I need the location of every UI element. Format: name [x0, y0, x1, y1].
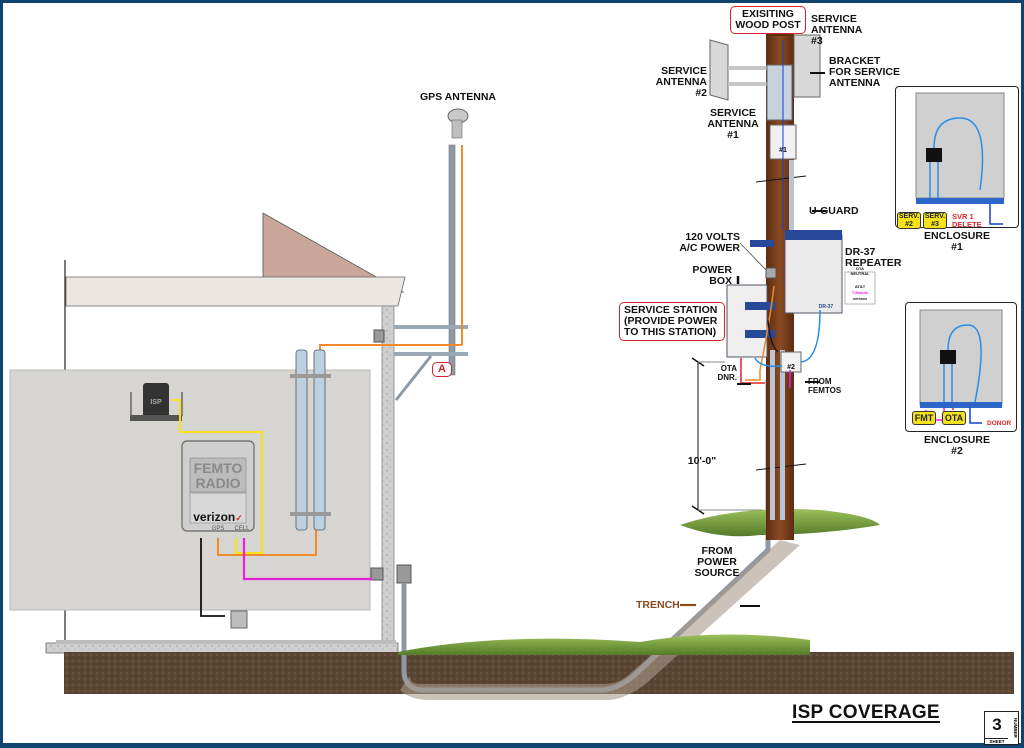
- building-wall: [381, 305, 395, 657]
- enclosure-1-note: SVR 1 DELETE: [952, 212, 982, 229]
- sheet-number-box: 3 SHEET: [984, 711, 1010, 745]
- dr37-repeater-label: DR-37 REPEATER: [845, 246, 902, 269]
- from-femtos-label: FROM FEMTOS: [808, 377, 842, 395]
- bracket-label: BRACKET FOR SERVICE ANTENNA: [829, 55, 900, 89]
- carrier-tmobile: T-Mobile: [851, 290, 869, 295]
- u-guard: [789, 160, 794, 230]
- enclosure-1-detail-art: [915, 92, 1005, 225]
- isp-router-icon: [130, 383, 183, 421]
- enclosure-2-port-fmt: FMT: [912, 411, 936, 425]
- dr37-unit-label: DR-37: [818, 304, 834, 310]
- callout-a: A: [432, 362, 452, 377]
- carrier-verizon: verizon: [852, 296, 867, 301]
- power-box-label: POWER BOX: [692, 264, 732, 287]
- verizon-check-icon: ✓: [235, 513, 243, 523]
- gps-antenna-icon: [447, 108, 469, 139]
- femto-power-cable: [200, 538, 225, 617]
- femto-port-gps: GPS: [211, 526, 225, 532]
- grass-ground: [398, 634, 810, 655]
- trench-label: TRENCH: [636, 599, 680, 611]
- ota-dnr-label: OTA DNR.: [717, 364, 737, 382]
- surge-protector-tubes: [290, 349, 331, 531]
- wall-outlet-icon: [230, 610, 248, 629]
- carrier-att: AT&T: [854, 284, 866, 289]
- femto-port-cell: CELL: [234, 526, 250, 532]
- service-antenna-2-label: SERVICE ANTENNA #2: [655, 65, 707, 99]
- title-block-strip: [0, 743, 1024, 748]
- carrier-badge-heading: OTA NEUTRAL: [850, 266, 870, 276]
- junction-box: [396, 564, 412, 584]
- from-power-source-label: FROM POWER SOURCE: [694, 545, 740, 579]
- height-dimension-label: 10'-0": [687, 455, 717, 467]
- gps-mast: [394, 144, 468, 401]
- wall-entry-gland: [373, 329, 385, 343]
- enclosure-2-note: DONOR: [987, 420, 1012, 427]
- sheet-label: SHEET: [985, 738, 1009, 744]
- service-antenna-3: [793, 34, 821, 98]
- sheet-title: ISP COVERAGE: [792, 702, 940, 723]
- service-station-callout: SERVICE STATION (PROVIDE POWER TO THIS S…: [619, 302, 725, 341]
- verizon-logo: verizon✓: [190, 501, 246, 524]
- service-antenna-2: [709, 39, 768, 101]
- enclosure-1-caption: ENCLOSURE #1: [924, 230, 990, 253]
- gps-cable: [319, 344, 462, 350]
- isp-router-label: ISP: [150, 399, 162, 406]
- pole-box-1-label: #1: [779, 147, 787, 154]
- enclosure-1-port-serv3: SERV. #3: [923, 212, 947, 229]
- service-antenna-1-label: SERVICE ANTENNA #1: [707, 107, 759, 141]
- femto-radio-title: FEMTO RADIO: [193, 460, 243, 491]
- gps-antenna-label: GPS ANTENNA: [419, 91, 497, 103]
- enclosure-2-port-ota: OTA: [942, 411, 966, 425]
- wall-entry-gland: [370, 567, 384, 581]
- enclosure-1-port-serv2: SERV. #2: [897, 212, 921, 229]
- pole-break-symbol: [755, 175, 807, 183]
- service-antenna-3-label: SERVICE ANTENNA #3: [811, 13, 863, 47]
- building-roof: [64, 212, 406, 640]
- power-box-outlet: [765, 267, 777, 279]
- existing-wood-post-callout: EXISITING WOOD POST: [730, 6, 806, 34]
- trench: [400, 540, 800, 700]
- verizon-logo-text: verizon: [193, 510, 236, 524]
- number-label: NUMBER: [1008, 711, 1019, 745]
- service-antenna-1: [766, 64, 793, 121]
- gps-cable-femto: [217, 528, 317, 556]
- dr37-repeater-icon: [750, 230, 843, 337]
- enclosure-2-caption: ENCLOSURE #2: [924, 434, 990, 457]
- enclosure-2-detail-art: [919, 309, 1003, 424]
- power-120v-label: 120 VOLTS A/C POWER: [679, 231, 740, 254]
- service-station: [726, 284, 775, 358]
- isp-ethernet-cable: [171, 399, 263, 554]
- carrier-badge: [844, 271, 876, 305]
- pole-box-2-label: #2: [787, 364, 795, 371]
- enclosure-1-detail: [895, 86, 1019, 228]
- sheet-number: 3: [992, 715, 1002, 734]
- enclosure-2-detail: [905, 302, 1017, 432]
- floor-slab: [45, 642, 399, 654]
- femto-cell-cable: [242, 538, 372, 581]
- u-guard-label: U-GUARD: [809, 205, 859, 217]
